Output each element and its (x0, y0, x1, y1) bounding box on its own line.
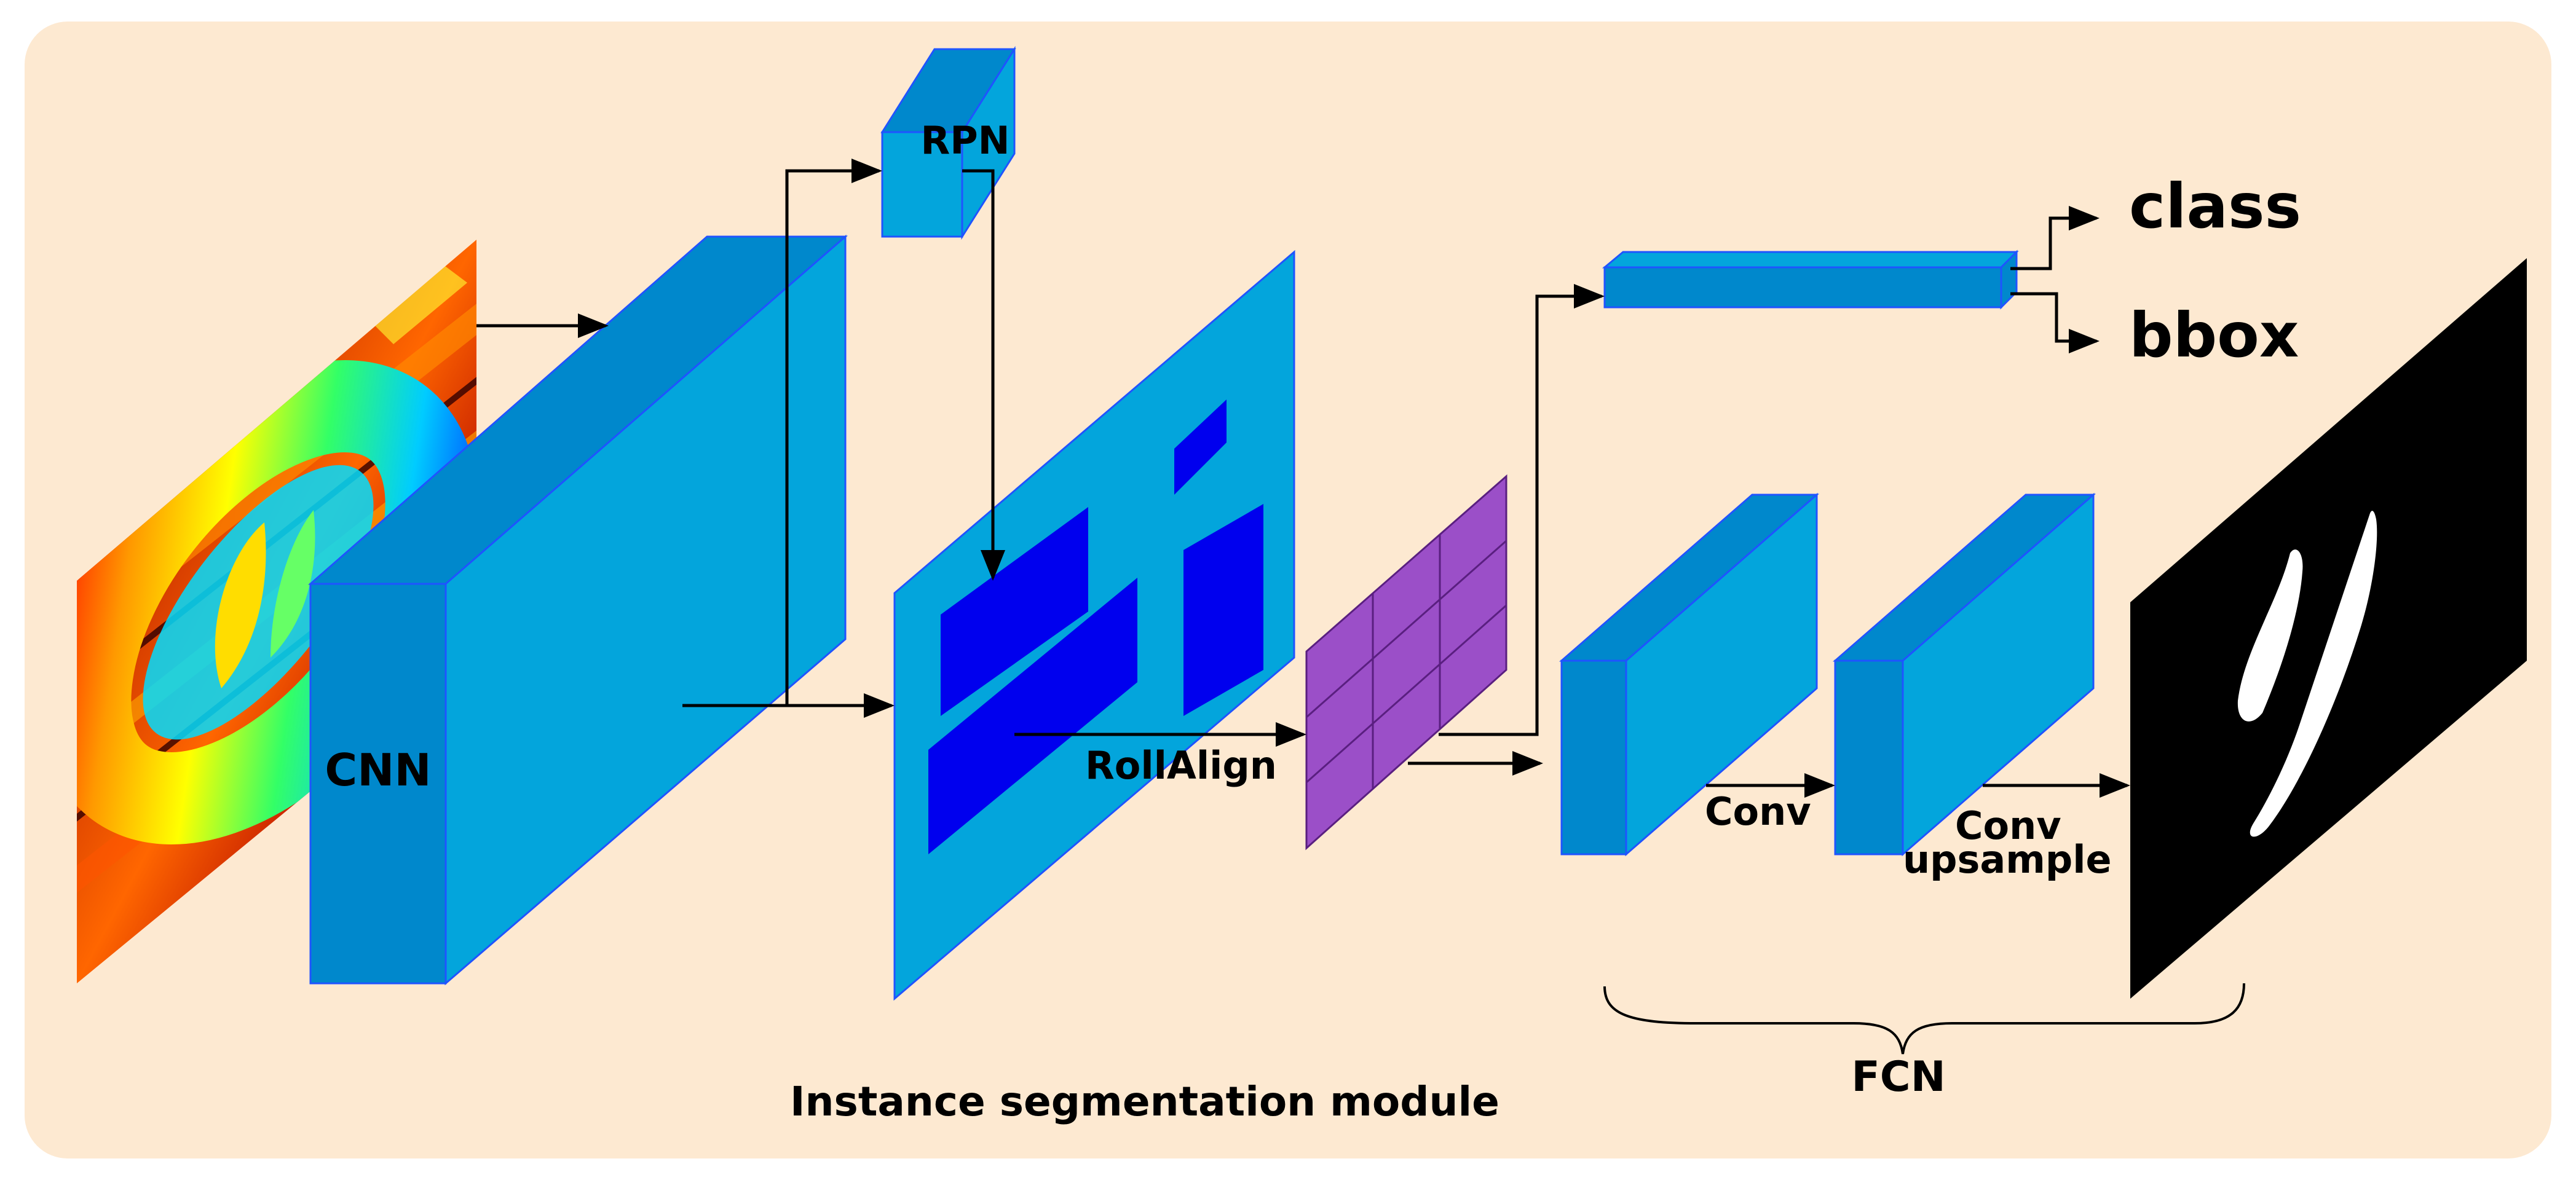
module-caption: Instance segmentation module (790, 1078, 1499, 1125)
arrow-fc-to-bbox (2010, 292, 2100, 353)
feature-map (893, 250, 1295, 1001)
input-image (77, 240, 476, 983)
output-mask-image (2130, 258, 2527, 999)
cnn-block: CNN (308, 234, 848, 986)
conv-label: Conv (1705, 789, 1811, 834)
arrow-rpn-to-proposals (962, 169, 1005, 581)
proposal-box (941, 507, 1088, 716)
rpn-block: RPN (880, 45, 1016, 240)
bbox-label: bbox (2129, 299, 2299, 371)
arrow-fc-to-class (2010, 206, 2100, 270)
connector-arrows (476, 159, 2130, 798)
proposal-box (1174, 399, 1227, 495)
arrow-roialign-to-fc (1439, 284, 1605, 736)
fcn-label: FCN (1851, 1053, 1945, 1101)
class-label: class (2129, 170, 2301, 242)
conv-upsample-label-line1: Conv (1955, 803, 2061, 848)
roialign-label: RollAlign (1085, 743, 1277, 788)
fcn-brace (1603, 983, 2245, 1055)
conv-block-1 (1559, 492, 1820, 857)
arrow-cnn-to-rpn (785, 159, 882, 706)
roi-align-grid (1305, 474, 1507, 851)
conv-block-2 (1832, 492, 2096, 857)
conv-upsample-label-line2: upsample (1903, 837, 2112, 882)
proposal-box (928, 578, 1137, 854)
cnn-label: CNN (325, 744, 431, 796)
rpn-label: RPN (920, 118, 1009, 163)
proposal-box (1183, 504, 1263, 716)
fc-head-block (1602, 250, 2019, 310)
